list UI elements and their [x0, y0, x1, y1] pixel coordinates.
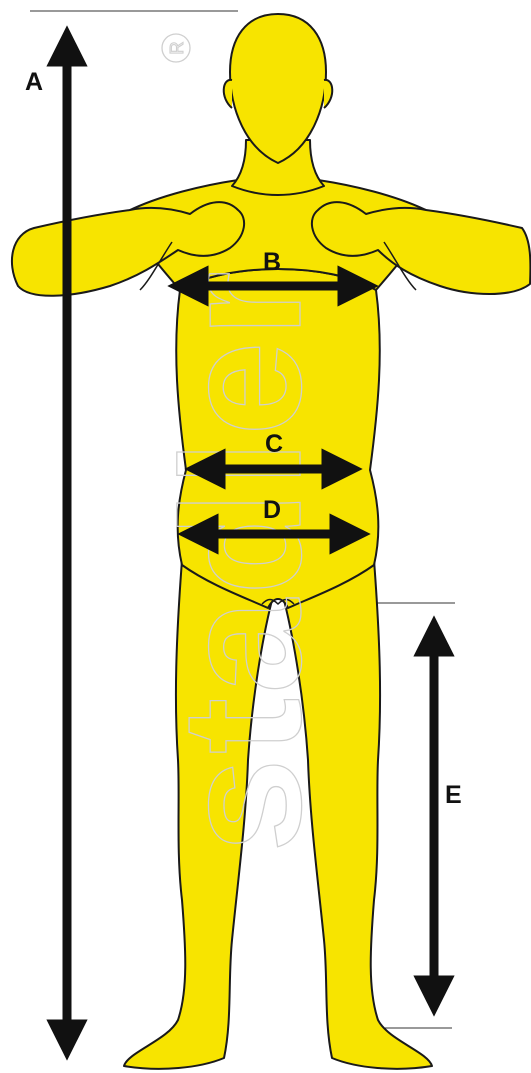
label-e: E — [445, 781, 462, 809]
label-d: D — [263, 496, 281, 524]
registered-mark: R — [162, 34, 190, 62]
head — [230, 14, 326, 163]
left-ear — [224, 80, 232, 108]
label-b: B — [263, 248, 281, 276]
registered-mark-letter: R — [167, 42, 187, 55]
label-c: C — [265, 430, 283, 458]
watermark-text: stadler — [147, 267, 337, 852]
label-a: A — [25, 68, 43, 96]
right-ear — [324, 80, 332, 108]
watermark-logo: stadler — [147, 267, 337, 852]
